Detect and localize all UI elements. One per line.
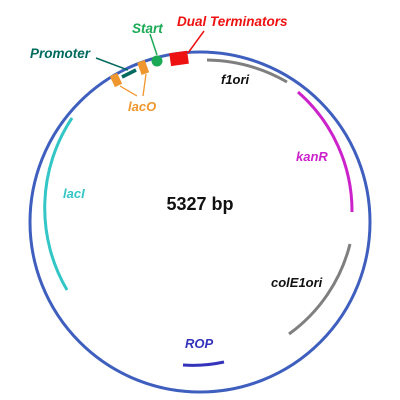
terminators-label: Dual Terminators <box>177 14 288 29</box>
laco-box-1 <box>109 72 123 88</box>
laco-label: lacO <box>128 99 156 114</box>
laco-leader-line-2 <box>142 73 147 97</box>
promoter-label: Promoter <box>30 46 91 61</box>
plasmid-backbone <box>28 50 372 394</box>
cole1ori-arc <box>288 243 352 336</box>
kanr-arc <box>297 90 354 213</box>
rop-label: ROP <box>185 336 214 351</box>
promoter-mark <box>121 68 137 79</box>
plasmid-size-label: 5327 bp <box>166 194 233 214</box>
kanr-label: kanR <box>296 149 328 164</box>
promoter-leader-line <box>95 57 129 71</box>
laci-arc <box>43 117 74 291</box>
f1ori-label: f1ori <box>221 72 250 87</box>
cole1ori-label: colE1ori <box>271 275 323 290</box>
terminators-leader-line <box>187 30 205 54</box>
laco-box-2 <box>137 59 150 75</box>
start-label: Start <box>132 21 163 36</box>
start-dot <box>151 55 163 67</box>
rop-arc <box>182 360 225 367</box>
start-leader-line <box>149 33 158 56</box>
laci-label: lacI <box>63 186 85 201</box>
terminators-block <box>169 50 189 67</box>
f1ori-arc <box>206 58 288 84</box>
laco-leader-line-1 <box>119 85 138 97</box>
